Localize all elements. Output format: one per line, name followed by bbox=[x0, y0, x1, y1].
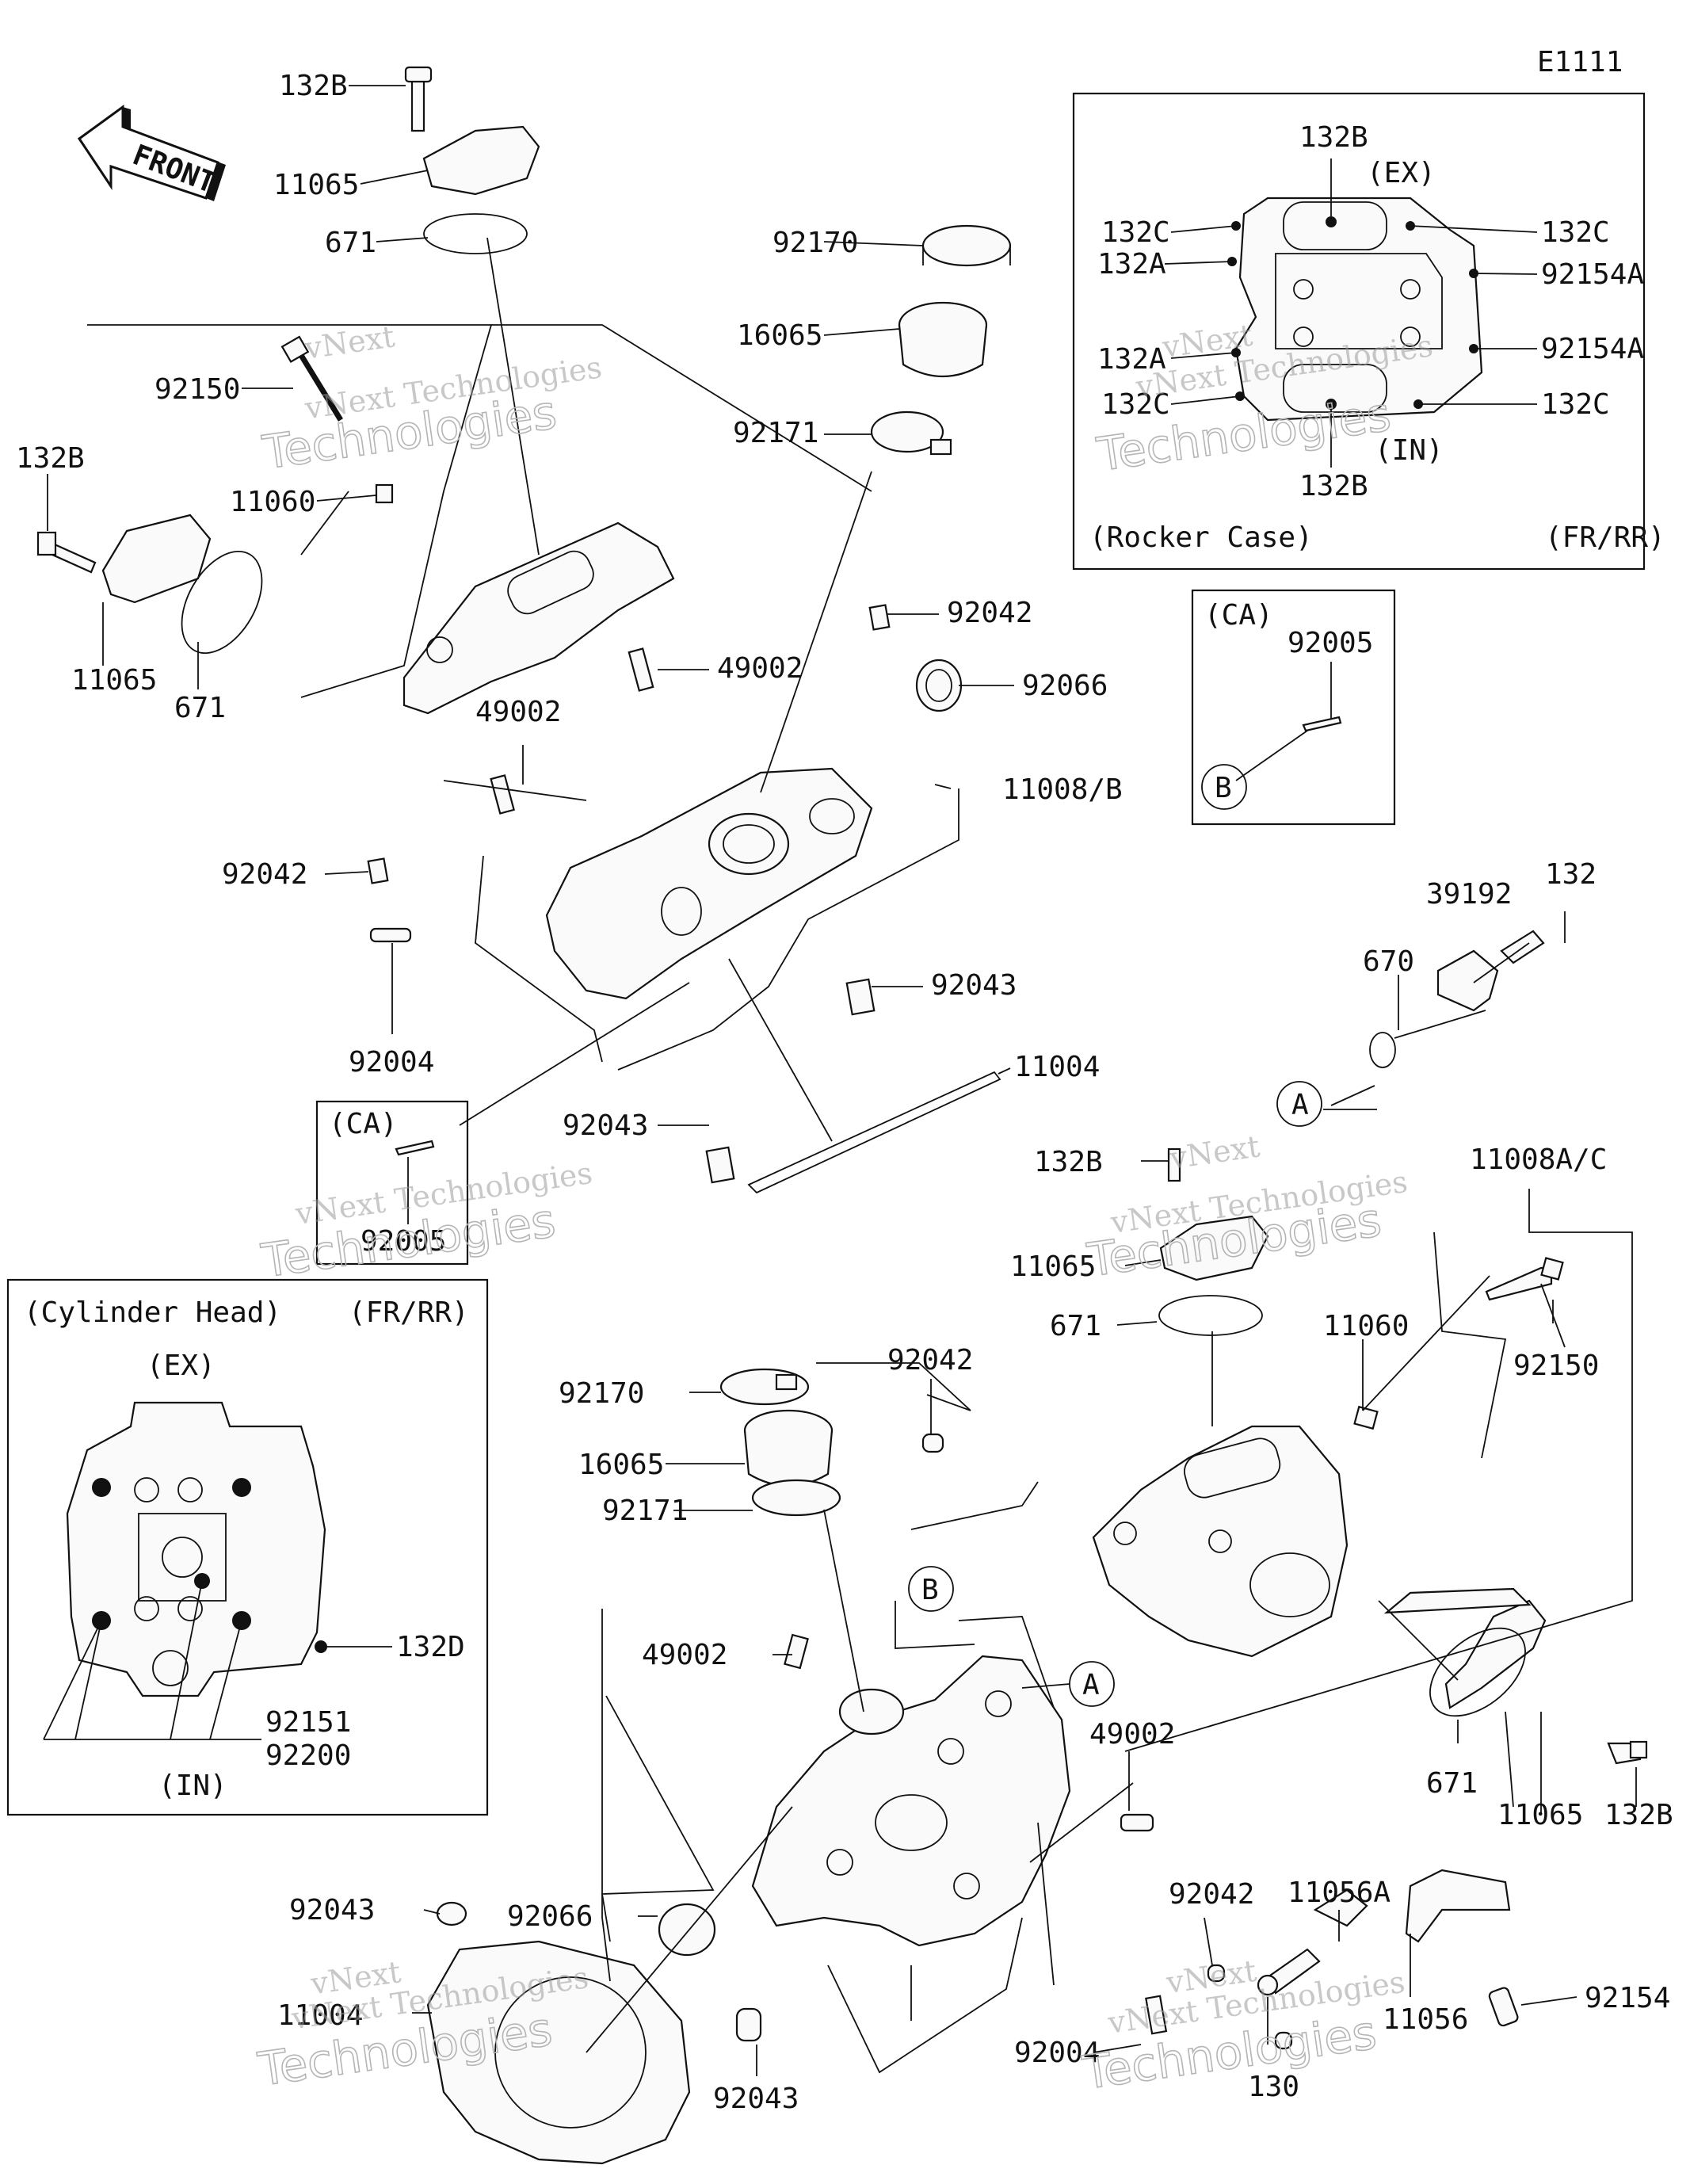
cyl-box-92151: 92151 bbox=[265, 1706, 351, 1739]
callout-11008ac: 11008A/C bbox=[1470, 1144, 1607, 1176]
callout-132b-top: 132B bbox=[279, 70, 348, 102]
rocker-case-box: 132B (EX) 132C 132A 132C 92154A 92154A 1… bbox=[1072, 92, 1665, 571]
rocker-label-132b-top: 132B bbox=[1299, 121, 1368, 154]
callout-49002-upper-right: 49002 bbox=[717, 652, 803, 685]
callout-11008b: 11008/B bbox=[1002, 773, 1123, 806]
watermark-vnext-4: vNext bbox=[1167, 1128, 1262, 1176]
ca-upper-title: (CA) bbox=[1204, 599, 1273, 632]
callout-132b-left: 132B bbox=[16, 442, 85, 475]
callout-11065-top: 11065 bbox=[273, 169, 359, 201]
callout-671-right-lower: 671 bbox=[1426, 1767, 1478, 1800]
callout-92043-lower-left: 92043 bbox=[289, 1894, 375, 1926]
callout-11065-right-lower: 11065 bbox=[1497, 1799, 1583, 1831]
callout-11065-left: 11065 bbox=[71, 664, 157, 697]
diagram-code: E1111 bbox=[1537, 46, 1623, 78]
rocker-label-92154a-2: 92154A bbox=[1541, 333, 1644, 365]
callout-92171-lower: 92171 bbox=[602, 1495, 688, 1527]
front-arrow-icon: FRONT bbox=[77, 105, 226, 201]
leader-lines bbox=[47, 85, 1637, 2076]
rocker-label-92154a-1: 92154A bbox=[1541, 258, 1644, 291]
watermark-vnext-1: vNext bbox=[302, 319, 397, 366]
rocker-label-132c-4: 132C bbox=[1541, 388, 1610, 421]
callout-132b-right-upper: 132B bbox=[1034, 1146, 1103, 1178]
callout-49002-upper-left: 49002 bbox=[475, 696, 561, 728]
cyl-box-title: (Cylinder Head) bbox=[24, 1296, 281, 1329]
callout-671-right-upper: 671 bbox=[1050, 1310, 1101, 1342]
rocker-box-title: (Rocker Case) bbox=[1089, 521, 1313, 554]
callout-49002-lower-right: 49002 bbox=[1089, 1718, 1175, 1751]
rocker-label-132c-3: 132C bbox=[1101, 388, 1170, 421]
callout-92042-lower-top: 92042 bbox=[887, 1344, 973, 1376]
callout-ref-a-right: A bbox=[1291, 1089, 1309, 1121]
callout-11060-upper: 11060 bbox=[230, 486, 315, 518]
callouts-right: 39192 132 670 A 132B 11065 671 11008A/C … bbox=[1010, 858, 1673, 1831]
rocker-label-132a-2: 132A bbox=[1097, 343, 1166, 376]
rocker-label-132c-1: 132C bbox=[1101, 216, 1170, 249]
rocker-label-132c-2: 132C bbox=[1541, 216, 1610, 249]
callout-92004-upper: 92004 bbox=[349, 1046, 434, 1079]
callout-92150-upper: 92150 bbox=[155, 373, 240, 406]
callout-670: 670 bbox=[1363, 945, 1414, 978]
cyl-box-92200: 92200 bbox=[265, 1739, 351, 1772]
callout-ref-b-lower: B bbox=[921, 1574, 939, 1606]
callout-11065-right-upper: 11065 bbox=[1010, 1250, 1096, 1283]
cyl-box-132d: 132D bbox=[396, 1631, 465, 1663]
callout-92042-upper-left: 92042 bbox=[222, 858, 307, 891]
callout-92170-upper: 92170 bbox=[773, 227, 858, 259]
callout-92170-lower: 92170 bbox=[559, 1377, 644, 1410]
callout-11056: 11056 bbox=[1383, 2003, 1468, 2036]
rocker-ex-label: (EX) bbox=[1367, 157, 1436, 189]
callout-92042-lower-right: 92042 bbox=[1169, 1878, 1254, 1911]
callouts-upper: 132B 11065 671 92150 11060 132B 11065 67… bbox=[16, 70, 1123, 1142]
callout-11004-lower: 11004 bbox=[277, 1999, 363, 2032]
lower-assembly bbox=[426, 1368, 1519, 2165]
callout-49002-lower-left: 49002 bbox=[642, 1639, 727, 1671]
callout-ref-a-lower: A bbox=[1082, 1669, 1100, 1701]
callout-92042-upper-right: 92042 bbox=[947, 597, 1032, 629]
callout-132: 132 bbox=[1545, 858, 1597, 891]
callout-132b-right-lower: 132B bbox=[1604, 1799, 1673, 1831]
ca-upper-part: 92005 bbox=[1288, 627, 1373, 659]
callout-11060-right: 11060 bbox=[1323, 1310, 1409, 1342]
callout-671-top: 671 bbox=[325, 227, 376, 259]
callout-92043-lower-bottom: 92043 bbox=[713, 2083, 799, 2115]
cylinder-head-box: (Cylinder Head) (FR/RR) (EX) 132D 92151 … bbox=[6, 1278, 489, 1816]
ca-box-upper: (CA) 92005 B bbox=[1191, 589, 1396, 826]
cyl-box-in: (IN) bbox=[158, 1770, 227, 1802]
callout-92043-upper-left: 92043 bbox=[563, 1109, 648, 1142]
ca-box-lower: (CA) 92005 bbox=[315, 1100, 469, 1266]
callout-11004-upper: 11004 bbox=[1014, 1051, 1100, 1083]
callout-92043-upper-right: 92043 bbox=[931, 969, 1017, 1002]
callout-39192: 39192 bbox=[1426, 878, 1512, 911]
callouts-lower: 92170 16065 92171 92042 B 49002 A 49002 … bbox=[277, 1344, 1670, 2115]
upper-assembly bbox=[36, 66, 1012, 1194]
callout-92004-lower: 92004 bbox=[1014, 2037, 1100, 2069]
rocker-box-variant: (FR/RR) bbox=[1545, 521, 1665, 554]
rocker-label-132b-bottom: 132B bbox=[1299, 470, 1368, 502]
right-middle-assembly bbox=[1092, 930, 1648, 1765]
ca-lower-title: (CA) bbox=[329, 1108, 398, 1140]
callout-92154: 92154 bbox=[1585, 1982, 1670, 2014]
callout-11056a: 11056A bbox=[1288, 1877, 1391, 1909]
cyl-box-variant: (FR/RR) bbox=[349, 1296, 469, 1329]
ca-upper-ref: B bbox=[1215, 772, 1232, 804]
callout-671-left: 671 bbox=[174, 692, 226, 724]
callout-16065-upper: 16065 bbox=[737, 319, 822, 352]
callout-92171-upper: 92171 bbox=[733, 417, 818, 449]
callout-16065-lower: 16065 bbox=[578, 1449, 664, 1481]
callout-92150-right: 92150 bbox=[1513, 1350, 1599, 1382]
rocker-in-label: (IN) bbox=[1375, 434, 1444, 467]
rocker-label-132a-1: 132A bbox=[1097, 248, 1166, 281]
callout-92066-lower: 92066 bbox=[507, 1900, 593, 1933]
cyl-box-ex: (EX) bbox=[147, 1350, 216, 1382]
ca-lower-part: 92005 bbox=[361, 1225, 446, 1258]
callout-130: 130 bbox=[1248, 2071, 1299, 2103]
callout-92066-upper: 92066 bbox=[1022, 670, 1108, 702]
